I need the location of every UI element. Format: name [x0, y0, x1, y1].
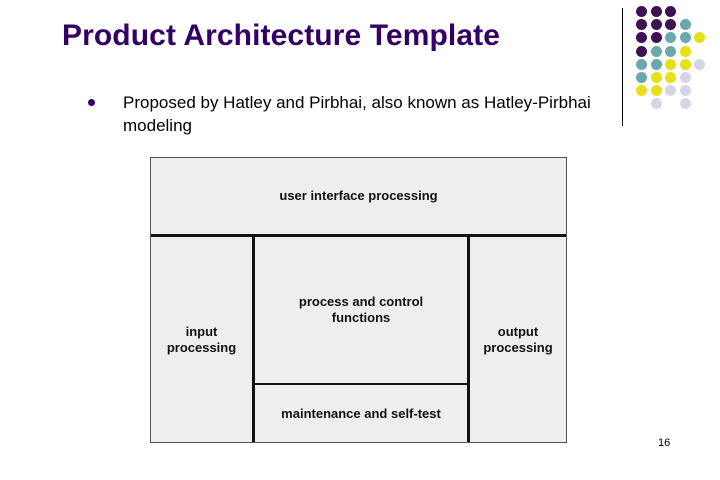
list-item: Proposed by Hatley and Pirbhai, also kno…	[88, 91, 608, 137]
decoration-dot	[679, 98, 691, 110]
decoration-dot	[636, 72, 647, 83]
decoration-dot	[650, 19, 662, 31]
diagram-divider-vertical-right	[467, 235, 470, 442]
decoration-dot	[650, 58, 662, 70]
diagram-cell-maintenance-and-self-test: maintenance and self-test	[255, 386, 467, 442]
diagram-divider-horizontal-bottom	[255, 383, 470, 385]
decoration-dot	[636, 85, 647, 97]
bullet-list: Proposed by Hatley and Pirbhai, also kno…	[88, 91, 608, 137]
decoration-dot	[665, 85, 676, 97]
page-title: Product Architecture Template	[62, 19, 500, 52]
decoration-dot	[650, 45, 662, 57]
decoration-dot	[679, 58, 691, 70]
diagram-cell-user-interface-processing: user interface processing	[151, 158, 566, 234]
decoration-dot	[636, 6, 647, 17]
decoration-dot	[665, 6, 676, 17]
decoration-dot	[636, 19, 647, 31]
decoration-dot	[665, 32, 676, 44]
dot-grid-decoration	[636, 6, 714, 114]
page-number: 16	[658, 437, 671, 449]
decoration-dot	[665, 58, 676, 70]
decoration-dot	[679, 85, 691, 97]
decoration-dot	[679, 72, 691, 83]
decoration-dot	[665, 72, 676, 83]
decoration-dot	[650, 98, 662, 110]
decoration-dot	[679, 32, 691, 44]
decoration-dot	[694, 32, 705, 44]
decoration-dot	[665, 45, 676, 57]
bullet-text: Proposed by Hatley and Pirbhai, also kno…	[123, 93, 591, 135]
diagram-divider-horizontal-top	[151, 234, 566, 237]
decoration-dot	[650, 6, 662, 17]
decoration-dot	[650, 85, 662, 97]
decoration-dot	[694, 58, 705, 70]
decoration-divider-line	[622, 8, 623, 126]
decoration-dot	[665, 19, 676, 31]
decoration-dot	[636, 32, 647, 44]
diagram-divider-vertical-left	[252, 235, 255, 442]
bullet-dot-icon	[88, 99, 95, 106]
decoration-dot	[636, 45, 647, 57]
decoration-dot	[650, 72, 662, 83]
decoration-dot	[679, 19, 691, 31]
decoration-dot	[650, 32, 662, 44]
decoration-dot	[679, 45, 691, 57]
decoration-dot	[636, 58, 647, 70]
